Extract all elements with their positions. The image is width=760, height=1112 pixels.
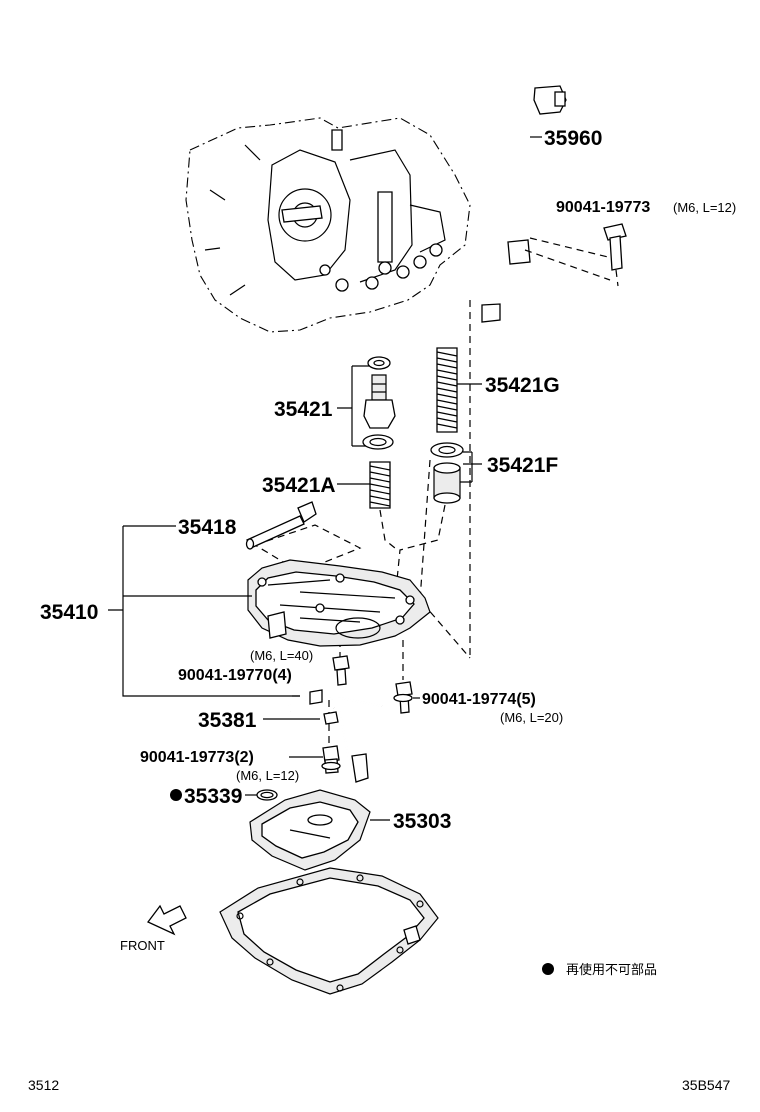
transaxle-housing-drawing xyxy=(185,117,471,333)
valve-35421-drawing xyxy=(362,356,396,450)
label-35421: 35421 xyxy=(274,398,333,421)
wire-harness-35960-drawing xyxy=(481,85,613,323)
spring-35421G-drawing xyxy=(436,347,458,433)
label-35418: 35418 xyxy=(178,516,237,539)
label-35421F: 35421F xyxy=(487,454,558,477)
spec-90041-19770: (M6, L=40) xyxy=(250,648,313,663)
legend-text: 再使用不可部品 xyxy=(566,962,657,977)
o-ring-35339-drawing xyxy=(256,789,278,801)
label-35303: 35303 xyxy=(393,810,451,833)
label-90041-19770: 90041-19770(4) xyxy=(178,667,292,684)
label-35421G: 35421G xyxy=(485,374,560,397)
label-35339: 35339 xyxy=(184,785,242,808)
spring-35421A-drawing xyxy=(369,461,391,509)
spec-90041-19773-2: (M6, L=12) xyxy=(236,768,299,783)
label-35410: 35410 xyxy=(40,601,98,624)
bolt-35418-drawing xyxy=(245,501,317,550)
detent-spring-35381-drawing xyxy=(286,680,383,783)
piston-35421F-drawing xyxy=(430,442,464,504)
leader-lines xyxy=(108,136,542,821)
oil-pan-drawing xyxy=(219,867,439,995)
label-35381: 35381 xyxy=(198,709,257,732)
footer-right-code: 35B547 xyxy=(682,1077,730,1093)
bolt-90041-19773-top-drawing xyxy=(603,223,627,287)
front-label: FRONT xyxy=(120,938,165,953)
valve-body-35410-drawing xyxy=(247,559,431,647)
spec-90041-19774: (M6, L=20) xyxy=(500,710,563,725)
non-reusable-marker-icon xyxy=(170,789,182,801)
label-35421A: 35421A xyxy=(262,474,336,497)
label-90041-19774: 90041-19774(5) xyxy=(422,691,536,708)
front-arrow-icon xyxy=(146,904,187,936)
label-90041-19773-2: 90041-19773(2) xyxy=(140,749,254,766)
bolt-90041-19774-drawing xyxy=(393,681,413,714)
label-90041-19773-top: 90041-19773 xyxy=(556,199,650,216)
label-35960: 35960 xyxy=(544,127,602,150)
footer-left-code: 3512 xyxy=(28,1077,59,1093)
bolt-90041-19773-2-drawing xyxy=(321,745,341,774)
bolt-90041-19770-drawing xyxy=(332,655,350,686)
spec-90041-19773-top: (M6, L=12) xyxy=(673,200,736,215)
strainer-35303-drawing xyxy=(249,789,371,871)
legend-marker-icon xyxy=(542,963,554,975)
